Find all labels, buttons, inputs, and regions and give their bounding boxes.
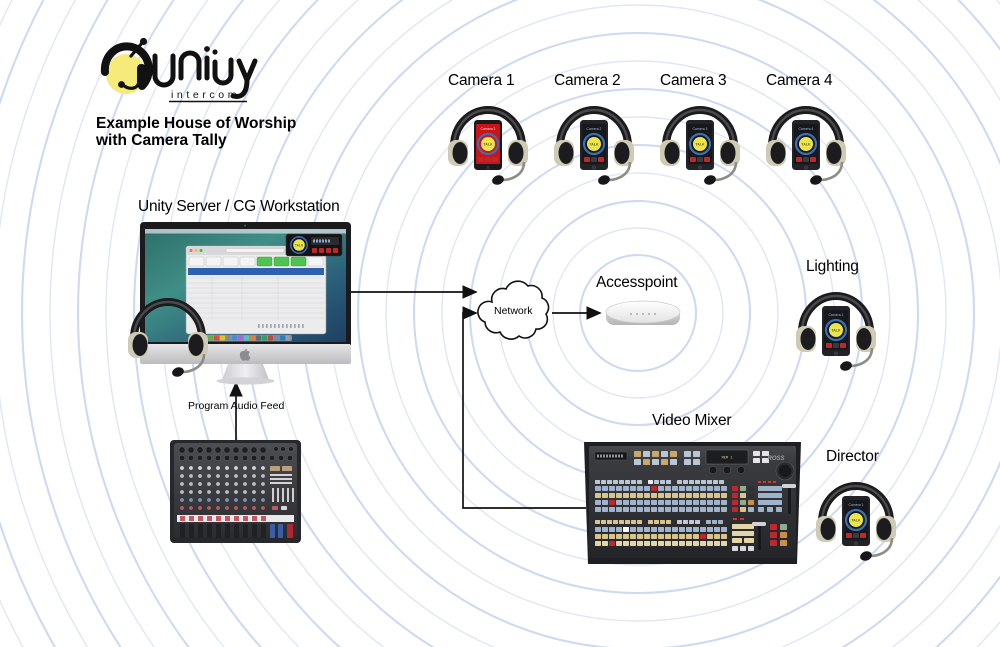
page-title-line-1: Example House of Worship	[96, 115, 297, 132]
mic-capsule	[172, 367, 184, 377]
phone-bottom-buttons	[846, 533, 866, 538]
mic-capsule	[810, 175, 822, 185]
svg-text:TALK: TALK	[831, 329, 841, 333]
phone-bottom-buttons	[796, 157, 816, 162]
phone-bottom-buttons	[584, 157, 604, 162]
svg-text:Camera 1: Camera 1	[849, 503, 864, 507]
camera-3-label: Camera 3	[660, 72, 727, 89]
lighting-headset: Camera 1 TALK	[796, 292, 876, 371]
mic-capsule	[704, 175, 716, 185]
camera-2-headset: Camera 2 TALK	[554, 106, 634, 185]
headset-band	[130, 298, 206, 342]
app-header-row	[188, 268, 324, 275]
svg-text:TALK: TALK	[801, 143, 811, 147]
mic-capsule	[840, 361, 852, 371]
camera-1-headset: Camera 1 TALK	[448, 106, 528, 185]
imac-stand-base	[216, 377, 275, 385]
accesspoint-node: Accesspoint	[592, 274, 688, 326]
unity-intercom-logo: intercom	[100, 37, 258, 103]
director-headset: Camera 1 TALK	[816, 482, 896, 561]
svg-text:Camera 1: Camera 1	[481, 127, 496, 131]
svg-text:Camera 2: Camera 2	[587, 127, 602, 131]
logo-subtitle: intercom	[171, 89, 240, 101]
network-cloud-label: Network	[494, 305, 533, 317]
workstation-label: Unity Server / CG Workstation	[138, 198, 340, 215]
mic-capsule	[860, 551, 872, 561]
audio-mixer-node	[168, 436, 303, 553]
camera-4-headset: Camera 4 TALK	[766, 106, 846, 185]
workstation-headset	[128, 298, 208, 377]
accesspoint-label: Accesspoint	[596, 274, 678, 291]
switcher-tbar-handle-upper	[782, 484, 796, 488]
switcher-tbar-slot-upper	[788, 484, 791, 514]
audio-mixing-console	[170, 440, 301, 543]
network-cloud: Network	[472, 272, 558, 350]
camera-1-label: Camera 1	[448, 72, 515, 89]
page-title-line-2: with Camera Tally	[96, 132, 227, 149]
switcher-joystick	[778, 464, 792, 478]
svg-text:TALK: TALK	[295, 244, 304, 248]
program-audio-feed-label-wrap: Program Audio Feed	[188, 396, 284, 414]
phone-bottom-buttons	[690, 157, 710, 162]
camera-2-label: Camera 2	[554, 72, 621, 89]
svg-text:TALK: TALK	[851, 519, 861, 523]
svg-text:Camera 3: Camera 3	[693, 127, 708, 131]
video-mixer-label: Video Mixer	[652, 412, 732, 429]
camera-4-label: Camera 4	[766, 72, 833, 89]
phone-bottom-buttons	[826, 343, 846, 348]
svg-text:MEM 1: MEM 1	[722, 457, 733, 461]
switcher-tbar-slot-lower	[758, 522, 761, 550]
svg-text:Camera 4: Camera 4	[799, 127, 814, 131]
svg-text:TALK: TALK	[589, 143, 599, 147]
page-title: Example House of Worship with Camera Tal…	[96, 115, 296, 149]
camera-3-headset: Camera 3 TALK	[660, 106, 740, 185]
intercom-floating-panel: TALK	[285, 233, 343, 257]
headset-earcups	[128, 332, 208, 358]
mic-capsule	[598, 175, 610, 185]
switcher-tbar-handle-lower	[752, 522, 766, 526]
mic-capsule	[492, 175, 504, 185]
ross-video-switcher: MEM 1 ROSS	[584, 442, 801, 564]
svg-text:Camera 1: Camera 1	[829, 313, 844, 317]
svg-text:TALK: TALK	[483, 143, 493, 147]
program-audio-feed-label: Program Audio Feed	[188, 400, 285, 412]
svg-text:TALK: TALK	[695, 143, 705, 147]
phone-bottom-buttons	[478, 157, 498, 162]
accesspoint-device	[605, 300, 681, 326]
switcher-brand: ROSS	[767, 456, 784, 462]
director-label: Director	[826, 448, 879, 465]
lighting-label: Lighting	[806, 258, 859, 275]
